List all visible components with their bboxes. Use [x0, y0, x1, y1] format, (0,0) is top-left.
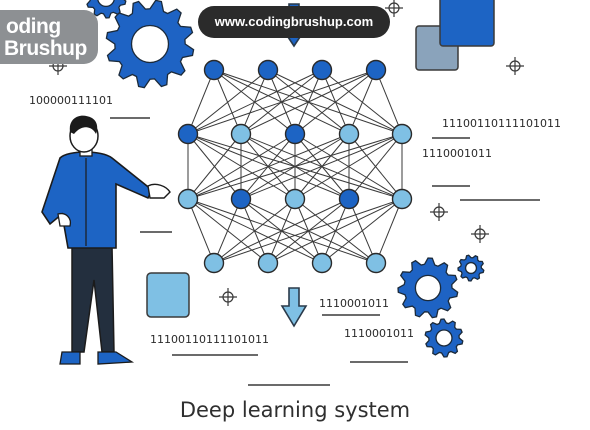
decorative-lines	[110, 117, 540, 386]
network-node	[365, 252, 387, 274]
crosshair-icon	[385, 0, 403, 17]
network-node	[203, 252, 225, 274]
network-node	[338, 188, 360, 210]
network-connections	[187, 69, 403, 264]
network-node	[177, 188, 199, 210]
network-edge	[267, 198, 403, 264]
gear-icon	[105, 0, 195, 89]
network-edge	[375, 69, 403, 135]
gear-icon	[457, 254, 485, 282]
binary-label: 11100110111101011	[150, 333, 269, 346]
network-edge	[187, 69, 215, 135]
network-edge	[187, 133, 350, 200]
crosshair-icon	[430, 203, 448, 221]
binary-label: 100000111101	[29, 94, 113, 107]
gears	[86, 0, 485, 358]
crosshairs	[49, 0, 524, 306]
network-node	[391, 123, 413, 145]
crosshair-icon	[219, 288, 237, 306]
crosshair-icon	[506, 57, 524, 75]
binary-label: 11100110111101011	[442, 117, 561, 130]
network-edge	[213, 198, 403, 264]
logo-line-2: Brushup	[4, 37, 87, 60]
network-edge	[213, 198, 350, 264]
network-node	[203, 59, 225, 81]
network-node	[230, 188, 252, 210]
network-node	[391, 188, 413, 210]
network-edge	[348, 69, 377, 135]
network-edge	[321, 198, 403, 264]
network-node	[365, 59, 387, 81]
network-edge	[294, 69, 377, 135]
binary-label: 1110001011	[344, 327, 414, 340]
network-edge	[187, 198, 215, 264]
binary-label: 1110001011	[319, 297, 389, 310]
network-node	[230, 123, 252, 145]
network-edge	[240, 69, 377, 135]
network-edge	[348, 133, 403, 200]
network-node	[257, 59, 279, 81]
square-light-blue	[146, 272, 190, 318]
binary-label: 1110001011	[422, 147, 492, 160]
network-edge	[187, 69, 323, 135]
caption: Deep learning system	[179, 398, 411, 422]
network-node	[284, 123, 306, 145]
network-nodes	[177, 59, 413, 274]
network-node	[257, 252, 279, 274]
network-edge	[240, 133, 403, 200]
crosshair-icon	[471, 225, 489, 243]
person-icon	[41, 115, 171, 365]
network-edge	[213, 198, 296, 264]
network-edge	[213, 198, 242, 264]
network-node	[177, 123, 199, 145]
gear-icon	[424, 318, 464, 358]
gear-icon	[86, 0, 127, 19]
network-edge	[187, 133, 242, 200]
website-url: www.codingbrushup.com	[198, 6, 390, 38]
network-edge	[187, 69, 269, 135]
network-node	[338, 123, 360, 145]
network-edge	[187, 69, 377, 135]
network-node	[311, 252, 333, 274]
network-edge	[375, 198, 403, 264]
arrow-down-icon	[280, 287, 308, 328]
square-blue	[439, 0, 495, 47]
network-node	[311, 59, 333, 81]
gear-icon	[397, 257, 459, 319]
network-edge	[187, 133, 403, 200]
network-node	[284, 188, 306, 210]
network-edge	[187, 133, 296, 200]
network-edge	[294, 133, 403, 200]
logo-line-1: oding	[6, 15, 61, 38]
logo-badge: oding Brushup	[0, 10, 98, 64]
